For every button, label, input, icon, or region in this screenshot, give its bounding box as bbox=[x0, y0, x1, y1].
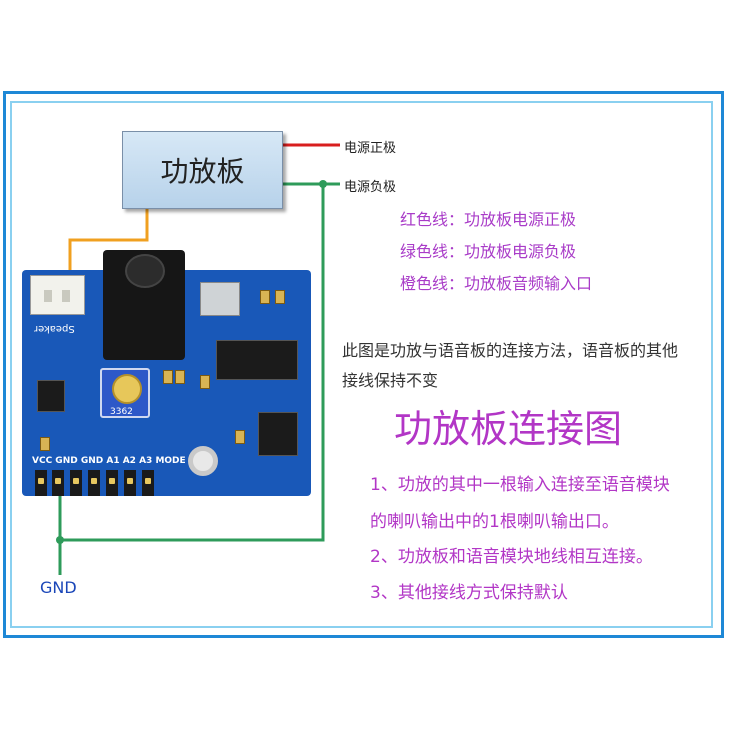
smd-component bbox=[200, 375, 210, 389]
micro-usb-port bbox=[200, 282, 240, 316]
smd-component bbox=[175, 370, 185, 384]
legend-green: 绿色线：功放板电源负极 bbox=[400, 242, 577, 261]
speaker-connector-pin-2 bbox=[62, 290, 70, 302]
header-pin-gnd-1 bbox=[52, 470, 64, 496]
mounting-hole bbox=[188, 446, 218, 476]
green-ground-wire bbox=[58, 184, 325, 542]
orange-wire bbox=[68, 209, 149, 278]
header-pin-gnd-2 bbox=[70, 470, 82, 496]
step-2: 2、功放板和语音模块地线相互连接。 bbox=[370, 547, 653, 567]
pcb-header-label: VCC GND GND A1 A2 A3 MODE bbox=[32, 456, 186, 466]
pcb-speaker-label: Speaker bbox=[34, 323, 75, 334]
amp-board-box: 功放板 bbox=[122, 131, 283, 209]
legend-red: 红色线：功放板电源正极 bbox=[400, 210, 577, 229]
junction-dot-top bbox=[319, 180, 327, 188]
junction-dot-bottom bbox=[56, 536, 64, 544]
description-line-1: 此图是功放与语音板的连接方法，语音板的其他 bbox=[342, 341, 679, 360]
header-pin-mode bbox=[142, 470, 154, 496]
smd-component bbox=[275, 290, 285, 304]
legend-orange: 橙色线：功放板音频输入口 bbox=[400, 274, 593, 293]
header-pin-a2 bbox=[106, 470, 118, 496]
step-1-line-2: 的喇叭输出中的1根喇叭输出口。 bbox=[370, 512, 619, 532]
smd-component bbox=[163, 370, 173, 384]
step-3: 3、其他接线方式保持默认 bbox=[370, 583, 568, 603]
speaker-connector bbox=[30, 275, 85, 315]
smd-component bbox=[235, 430, 245, 444]
gnd-label: GND bbox=[40, 578, 77, 597]
ic-chip-left bbox=[37, 380, 65, 412]
diagram-title: 功放板连接图 bbox=[394, 407, 623, 451]
step-1-line-1: 1、功放的其中一根输入连接至语音模块 bbox=[370, 475, 670, 495]
header-pin-a1 bbox=[88, 470, 100, 496]
smd-component bbox=[40, 437, 50, 451]
potentiometer-knob bbox=[112, 374, 142, 404]
description-line-2: 接线保持不变 bbox=[342, 371, 439, 390]
audio-jack-hole bbox=[125, 254, 165, 288]
speaker-connector-pin-1 bbox=[44, 290, 52, 302]
header-pin-vcc bbox=[35, 470, 47, 496]
pot-label: 3362 bbox=[110, 407, 133, 417]
ic-chip-right-top bbox=[216, 340, 298, 380]
inner-frame bbox=[10, 101, 713, 628]
header-pin-a3 bbox=[124, 470, 136, 496]
power-negative-label: 电源负极 bbox=[344, 180, 397, 195]
ic-chip-right-bottom bbox=[258, 412, 298, 456]
power-positive-label: 电源正极 bbox=[344, 141, 397, 156]
smd-component bbox=[260, 290, 270, 304]
